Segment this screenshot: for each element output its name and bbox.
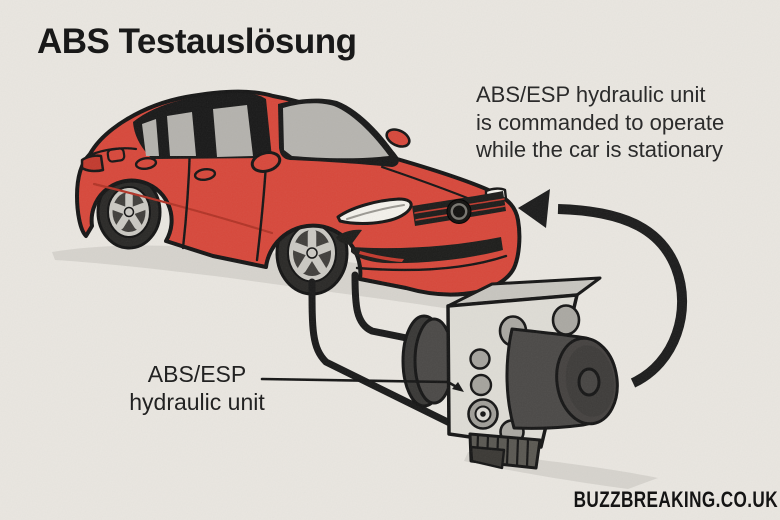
callout-line: while the car is stationary bbox=[476, 137, 723, 162]
component-label-line: hydraulic unit bbox=[129, 389, 265, 415]
page-title: ABS Testauslösung bbox=[37, 22, 357, 61]
watermark: BUZZBREAKING.CO.UK bbox=[573, 487, 778, 512]
component-label-line: ABS/ESP bbox=[147, 361, 247, 387]
callout-line: ABS/ESP hydraulic unit bbox=[476, 82, 706, 107]
callout-text: ABS/ESP hydraulic unit is commanded to o… bbox=[476, 81, 724, 164]
component-label: ABS/ESP hydraulic unit bbox=[113, 360, 281, 416]
callout-line: is commanded to operate bbox=[476, 109, 725, 135]
